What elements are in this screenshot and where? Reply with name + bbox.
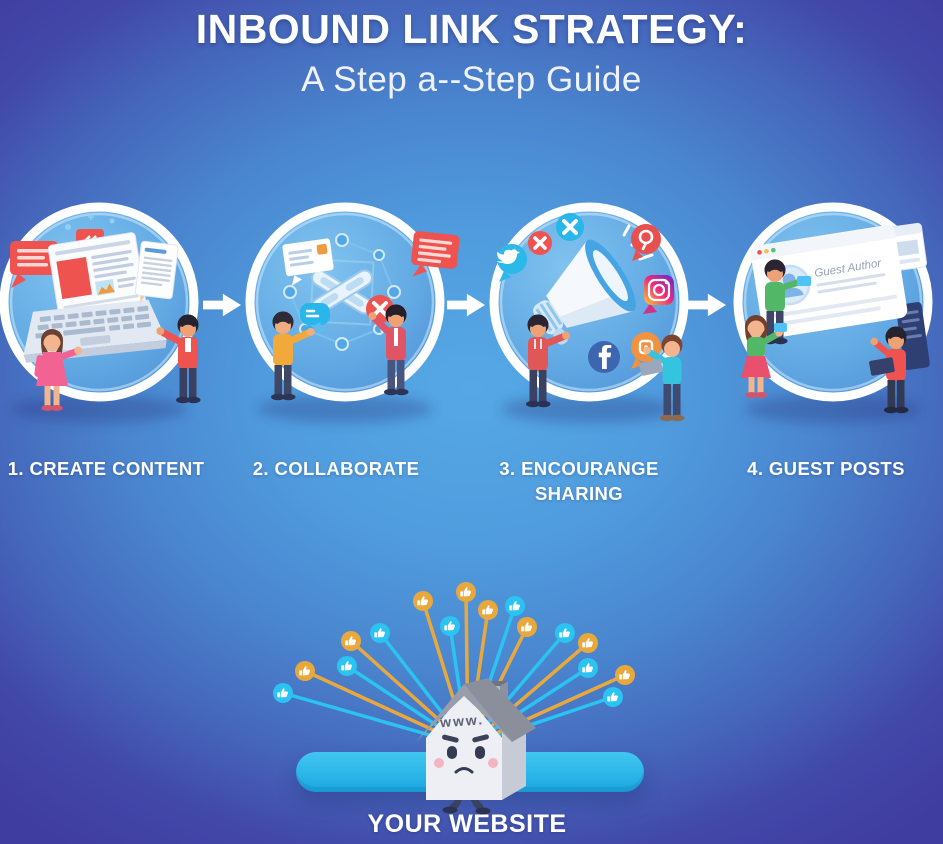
step-arrow-icon bbox=[688, 292, 726, 318]
step-label-1: 1. CREATE CONTENT bbox=[7, 458, 205, 479]
step-label-3: 3. ENCOURANGE SHARING bbox=[499, 458, 659, 504]
sad-face bbox=[434, 734, 498, 774]
www-text: www. bbox=[439, 711, 485, 730]
network-nodes-icon bbox=[283, 233, 401, 351]
x-cross-icon bbox=[528, 231, 552, 255]
person-man bbox=[156, 314, 201, 404]
person-man bbox=[869, 326, 909, 414]
person-woman bbox=[741, 315, 787, 398]
twitter-bird-icon bbox=[497, 244, 527, 282]
instagram-icon bbox=[643, 275, 674, 314]
comment-bubble-icon bbox=[411, 231, 460, 277]
person-man bbox=[368, 304, 409, 396]
person-man bbox=[526, 314, 571, 408]
social-bubble-icon bbox=[631, 224, 661, 261]
document-icon bbox=[134, 240, 179, 300]
your-website-label: YOUR WEBSITE bbox=[367, 810, 567, 838]
person-woman bbox=[34, 329, 83, 411]
x-cross-icon bbox=[556, 213, 584, 241]
facebook-icon bbox=[588, 341, 620, 373]
step-3-scene bbox=[489, 202, 689, 423]
speech-bubble-icon bbox=[10, 241, 58, 288]
step-arrow-icon bbox=[203, 292, 241, 318]
website-house-icon: www. bbox=[416, 678, 536, 815]
person-man bbox=[763, 259, 811, 345]
chain-link-icon bbox=[309, 258, 375, 326]
step-label-4: 4. GUEST POSTS bbox=[747, 458, 905, 479]
person-man bbox=[271, 311, 326, 401]
note-card-icon bbox=[282, 238, 334, 286]
page-title: INBOUND LINK STRATEGY: bbox=[195, 6, 748, 52]
step-2-scene bbox=[245, 202, 460, 423]
step-1-scene bbox=[0, 202, 201, 423]
page-subtitle: A Step a--Step Guide bbox=[301, 60, 642, 99]
step-arrow-icon bbox=[447, 292, 485, 318]
person-woman bbox=[639, 334, 685, 422]
step-label-2: 2. COLLABORATE bbox=[252, 458, 420, 479]
step-4-scene: Guest Author bbox=[733, 202, 933, 423]
